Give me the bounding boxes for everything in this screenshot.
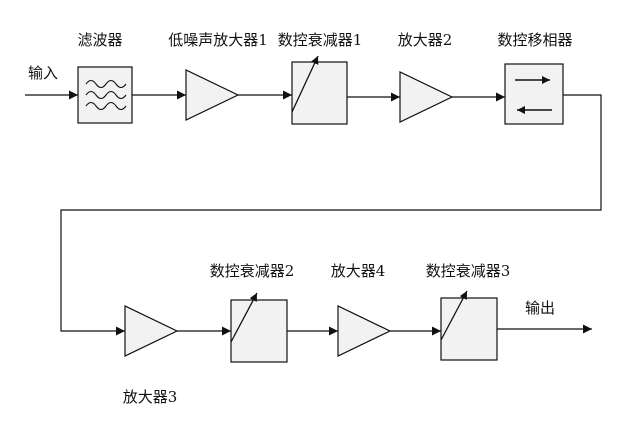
attenuator3-block (440, 290, 498, 361)
input-label: 输入 (28, 64, 58, 82)
lna-label: 低噪声放大器1 (168, 31, 268, 49)
attenuator3-label: 数控衰减器3 (426, 262, 511, 280)
variable-attenuator-icon (230, 292, 258, 343)
amplifier2-label: 放大器2 (398, 31, 453, 49)
attenuator1-block (291, 55, 348, 125)
filter-label: 滤波器 (77, 31, 122, 49)
variable-attenuator-icon (291, 55, 319, 113)
filter-wave-icon (85, 79, 127, 111)
variable-attenuator-icon (440, 290, 468, 341)
attenuator2-block (230, 292, 288, 363)
phase-shifter-label: 数控移相器 (497, 31, 572, 49)
amplifier4-label: 放大器4 (331, 262, 386, 280)
attenuator1-label: 数控衰减器1 (278, 31, 363, 49)
attenuator2-label: 数控衰减器2 (210, 262, 295, 280)
output-label: 输出 (525, 299, 555, 317)
amplifier3-icon (124, 305, 179, 357)
filter-block (77, 66, 133, 124)
amplifier3-label: 放大器3 (123, 388, 178, 406)
loop-connector (60, 94, 602, 336)
amplifier4-icon (337, 305, 392, 357)
phase-shifter-block (504, 63, 564, 125)
bidirectional-arrow-icon (515, 76, 552, 114)
amplifier2-icon (399, 71, 454, 123)
lna-amplifier-icon (185, 69, 240, 121)
